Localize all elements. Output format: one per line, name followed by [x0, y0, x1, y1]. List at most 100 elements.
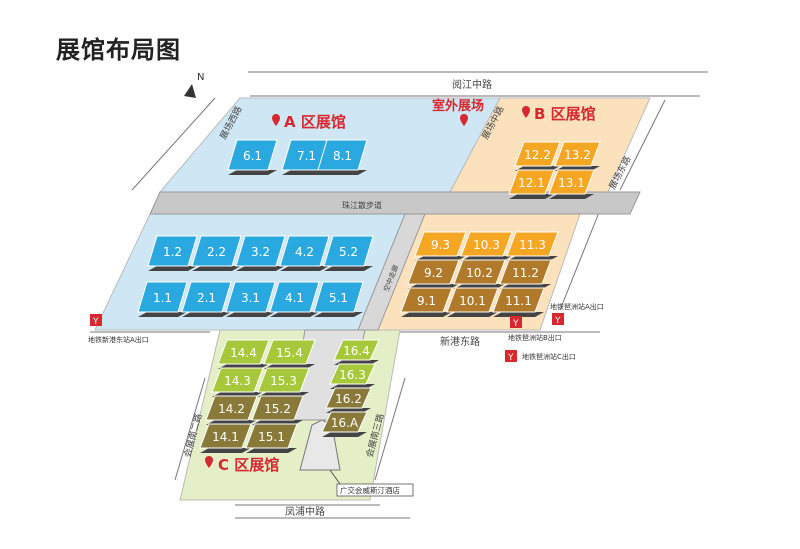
hall-label: 13.1 — [558, 176, 585, 190]
hall-2-1[interactable]: 2.1 — [181, 281, 232, 317]
hall-label: 14.2 — [218, 402, 245, 416]
svg-text:B 区展馆: B 区展馆 — [534, 105, 596, 123]
metro-icon — [510, 316, 522, 328]
hall-14-3[interactable]: 14.3 — [211, 367, 264, 397]
hall-label: 1.2 — [163, 245, 182, 259]
road-label-xingang: 新港东路 — [440, 335, 480, 348]
compass-arrow-icon — [184, 84, 196, 98]
zone-label-a[interactable]: A 区展馆 — [272, 113, 346, 131]
hall-label: 14.1 — [212, 430, 239, 444]
hall-label: 16.3 — [339, 368, 366, 382]
hall-label: 1.1 — [153, 291, 172, 305]
hall-label: 4.1 — [285, 291, 304, 305]
metro-xingang-a[interactable]: Y 地铁新港东站A出口 — [88, 314, 149, 344]
metro-icon — [505, 350, 517, 362]
svg-text:地铁琶洲站C出口: 地铁琶洲站C出口 — [522, 352, 576, 361]
hall-10-1[interactable]: 10.1 — [446, 287, 499, 317]
hall-label: 4.2 — [295, 245, 314, 259]
hall-4-1[interactable]: 4.1 — [269, 281, 320, 317]
road-label-walkway: 珠江散步道 — [342, 200, 382, 210]
svg-text:Y: Y — [554, 316, 561, 326]
hall-label: 2.2 — [207, 245, 226, 259]
hall-4-2[interactable]: 4.2 — [279, 235, 330, 271]
metro-pazhou-c[interactable]: Y 地铁琶洲站C出口 — [505, 350, 576, 363]
hall-label: 12.2 — [524, 148, 551, 162]
hall-3-1[interactable]: 3.1 — [225, 281, 276, 317]
metro-icon — [90, 314, 102, 326]
location-pin-icon — [205, 456, 213, 468]
svg-text:地铁琶洲站B出口: 地铁琶洲站B出口 — [508, 333, 562, 342]
svg-text:地铁琶洲站A出口: 地铁琶洲站A出口 — [550, 302, 604, 311]
metro-icon — [552, 313, 564, 325]
hall-label: 14.3 — [224, 374, 251, 388]
hall-label: 5.2 — [339, 245, 358, 259]
hall-label: 15.4 — [276, 346, 303, 360]
location-pin-icon — [272, 114, 280, 126]
hall-label: 11.2 — [512, 266, 539, 280]
hall-label: 7.1 — [297, 149, 316, 163]
svg-text:Y: Y — [512, 319, 519, 329]
hall-label: 9.2 — [424, 266, 443, 280]
hall-label: 10.2 — [466, 266, 493, 280]
metro-pazhou-a[interactable]: Y 地铁琶洲站A出口 — [550, 302, 604, 326]
hall-15-1[interactable]: 15.1 — [245, 423, 298, 453]
sky-corridor — [357, 213, 426, 331]
metro-pazhou-b[interactable]: Y 地铁琶洲站B出口 — [508, 316, 562, 342]
hall-1-2[interactable]: 1.2 — [147, 235, 198, 271]
hall-label: 15.2 — [264, 402, 291, 416]
road-label-fengpu: 凤浦中路 — [285, 505, 325, 518]
hall-label: 10.3 — [473, 238, 500, 252]
hall-label: 16.2 — [335, 392, 362, 406]
road-label-yuejiang: 阅江中路 — [452, 78, 492, 91]
hall-label: 8.1 — [333, 149, 352, 163]
hall-13-1[interactable]: 13.1 — [548, 169, 595, 199]
hall-label: 11.3 — [519, 238, 546, 252]
svg-text:N: N — [197, 72, 204, 83]
hall-7-1[interactable]: 7.1 — [281, 139, 332, 175]
hall-label: 11.1 — [505, 294, 532, 308]
location-pin-icon — [460, 114, 468, 126]
hotel-label[interactable]: 广交会威斯汀酒店 — [329, 469, 414, 497]
hall-2-2[interactable]: 2.2 — [191, 235, 242, 271]
hall-label: 16.4 — [343, 344, 370, 358]
hall-label: 9.3 — [431, 238, 450, 252]
hall-label: 12.1 — [518, 176, 545, 190]
hall-label: 2.1 — [197, 291, 216, 305]
hall-label: 3.1 — [241, 291, 260, 305]
svg-text:Y: Y — [507, 353, 514, 363]
svg-text:地铁新港东站A出口: 地铁新港东站A出口 — [88, 335, 149, 344]
hall-5-1[interactable]: 5.1 — [313, 281, 364, 317]
zone-label-c[interactable]: C 区展馆 — [205, 456, 279, 474]
svg-text:广交会威斯汀酒店: 广交会威斯汀酒店 — [340, 485, 400, 495]
hall-3-2[interactable]: 3.2 — [235, 235, 286, 271]
hall-14-1[interactable]: 14.1 — [199, 423, 252, 453]
zone-label-b[interactable]: B 区展馆 — [522, 105, 596, 123]
svg-text:Y: Y — [92, 317, 99, 327]
zone-label-outdoor[interactable]: 室外展场 — [432, 98, 484, 126]
hall-1-1[interactable]: 1.1 — [137, 281, 188, 317]
hall-blocks: 6.1 7.1 8.1 1.2 2.2 3.2 4.2 5.2 1.1 2.1 3.1 4.1 5.1 1… — [137, 139, 601, 453]
hall-label: 13.2 — [564, 148, 591, 162]
hall-12-1[interactable]: 12.1 — [508, 169, 555, 199]
hall-9-1[interactable]: 9.1 — [400, 287, 453, 317]
hall-label: 15.3 — [270, 374, 297, 388]
hall-8-1[interactable]: 8.1 — [317, 139, 368, 175]
svg-text:A 区展馆: A 区展馆 — [284, 113, 346, 131]
hall-11-1[interactable]: 11.1 — [492, 287, 545, 317]
hall-5-2[interactable]: 5.2 — [323, 235, 374, 271]
hall-label: 16.A — [331, 416, 359, 430]
hall-10-3[interactable]: 10.3 — [460, 231, 513, 261]
page-title: 展馆布局图 — [56, 36, 181, 64]
hall-label: 5.1 — [329, 291, 348, 305]
hall-16-A[interactable]: 16.A — [321, 411, 368, 437]
hall-label: 14.4 — [230, 346, 257, 360]
svg-text:C 区展馆: C 区展馆 — [218, 456, 279, 474]
svg-text:室外展场: 室外展场 — [432, 98, 484, 114]
hall-label: 3.2 — [251, 245, 270, 259]
hall-label: 10.1 — [459, 294, 486, 308]
hall-6-1[interactable]: 6.1 — [227, 139, 278, 175]
hall-label: 9.1 — [417, 294, 436, 308]
hall-label: 15.1 — [258, 430, 285, 444]
compass: N — [184, 72, 204, 98]
